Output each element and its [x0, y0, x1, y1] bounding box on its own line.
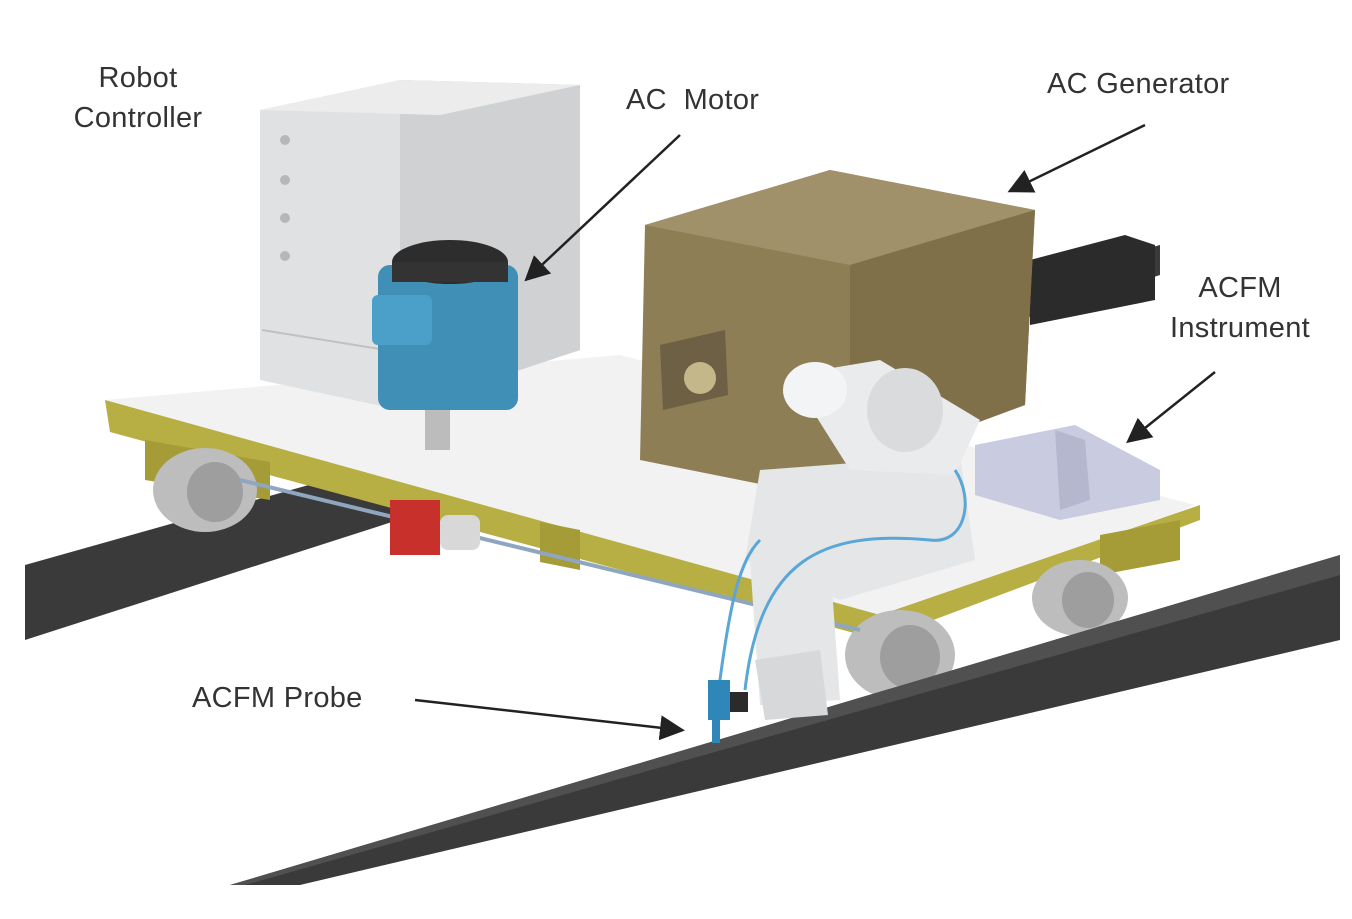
arrow-acfm-probe [414, 698, 685, 741]
label-ac-motor: AC Motor [626, 84, 760, 116]
label-acfm-instrument-line-1: ACFM [1198, 272, 1282, 304]
label-robot-controller-line-1: Robot [98, 62, 178, 94]
front-rail [230, 555, 1340, 885]
label-ac-generator: AC Generator [1047, 68, 1230, 100]
ac-motor [372, 240, 518, 450]
label-robot-controller: Robot Controller [58, 58, 218, 138]
arrow-acfm-instrument [1126, 371, 1216, 444]
label-robot-controller-line-2: Controller [73, 102, 203, 134]
label-acfm-instrument: ACFM Instrument [1150, 268, 1330, 348]
wheels [153, 448, 1128, 700]
arrow-ac-generator [1007, 123, 1146, 193]
label-acfm-instrument-line-2: Instrument [1170, 312, 1310, 344]
callout-arrows [414, 123, 1216, 741]
label-acfm-probe: ACFM Probe [192, 682, 363, 714]
arrow-ac-motor [524, 134, 681, 282]
robot-arm [708, 360, 980, 743]
acfm-instrument [975, 425, 1160, 520]
